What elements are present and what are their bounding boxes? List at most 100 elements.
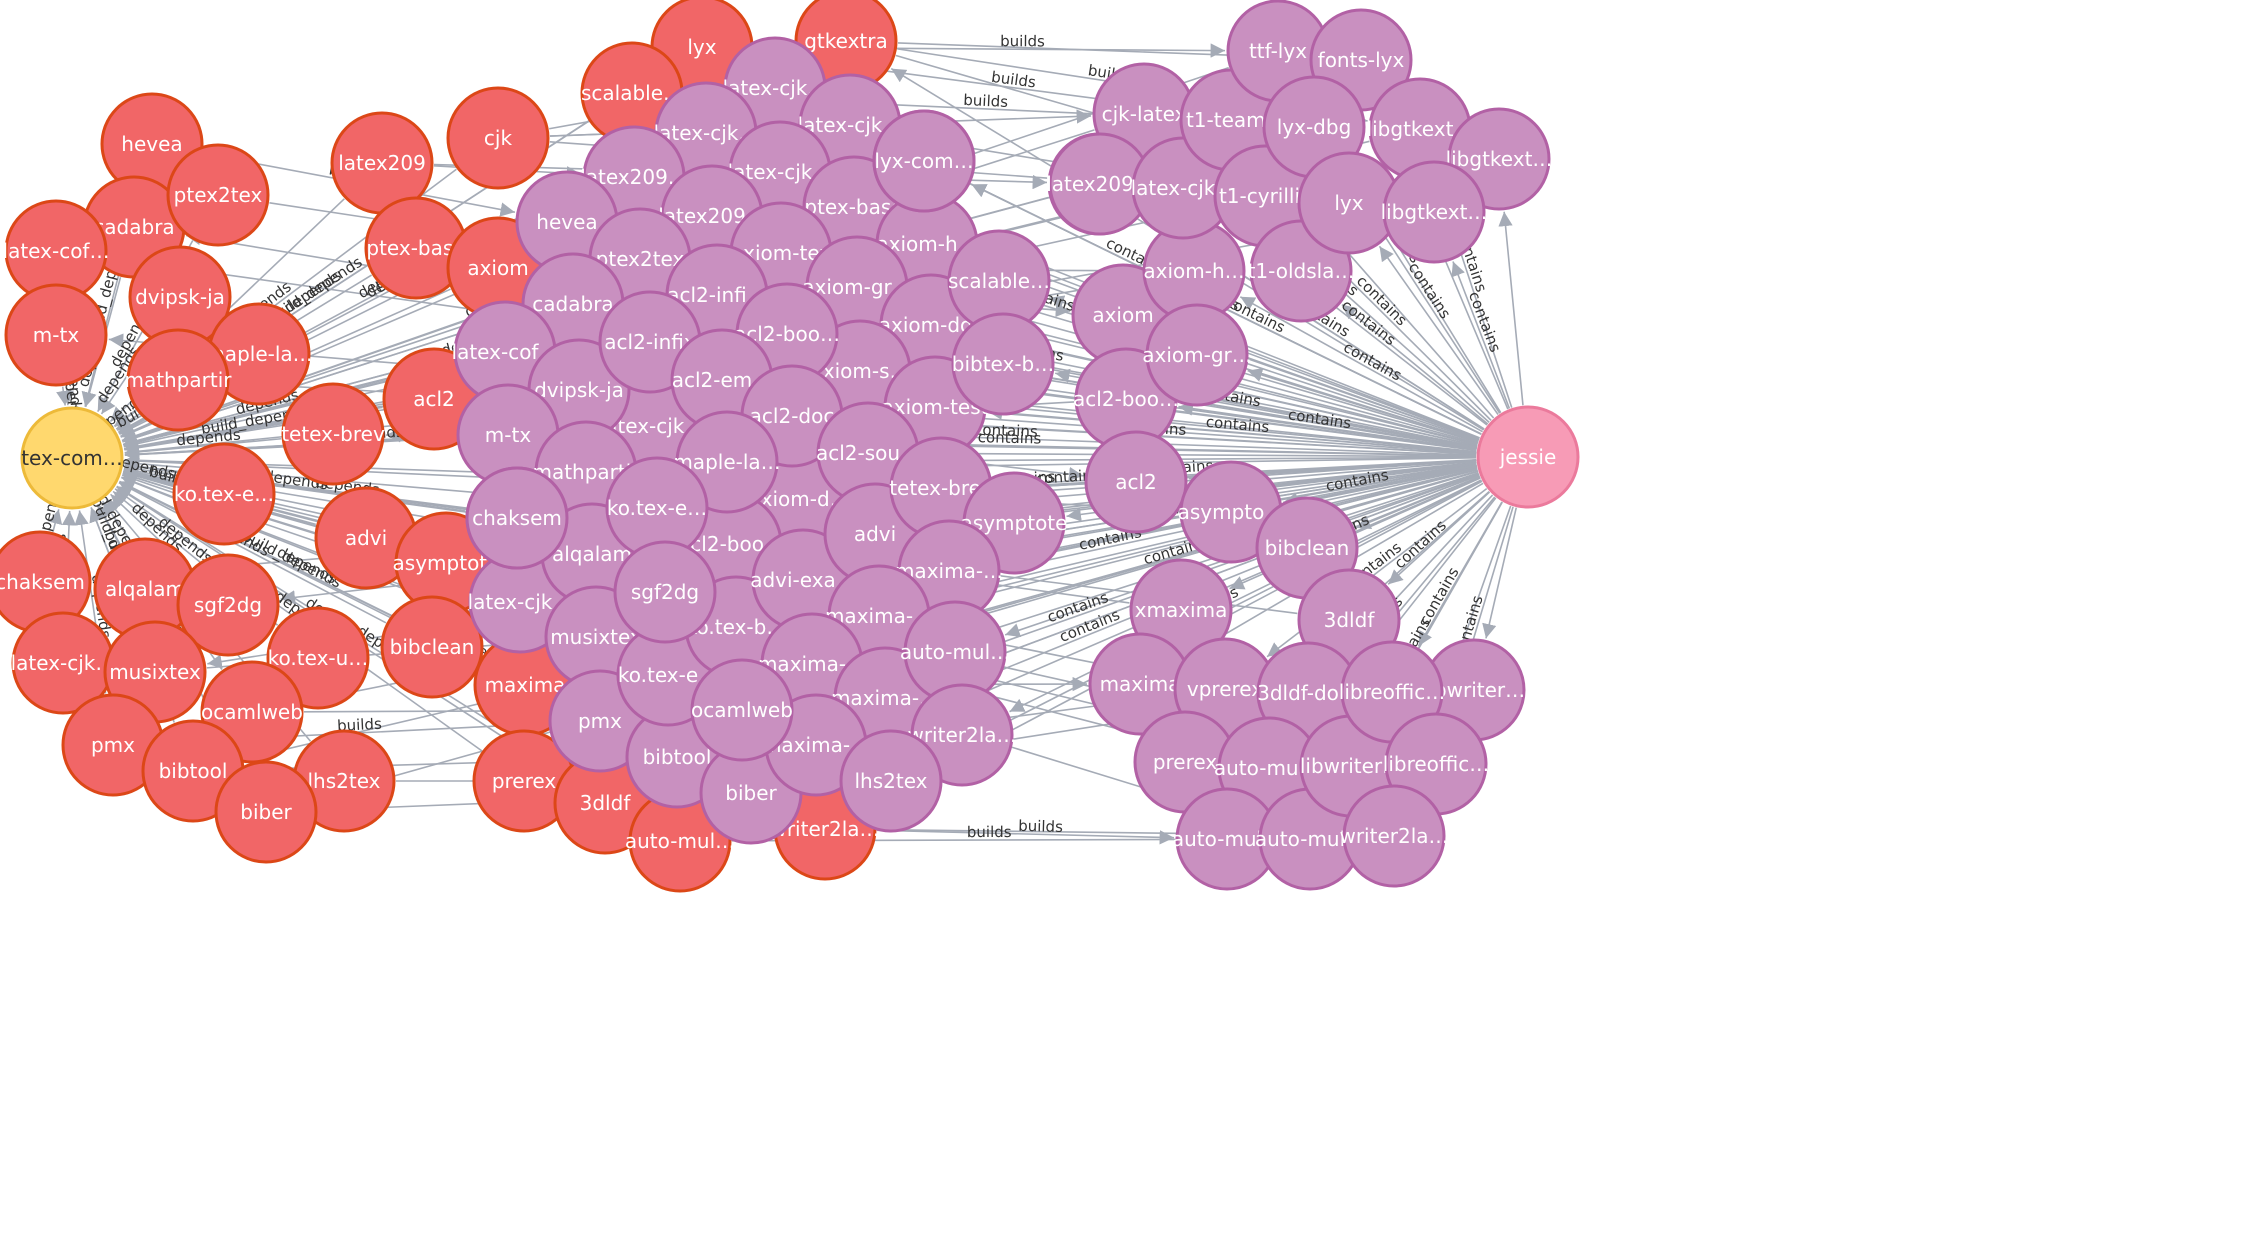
relationship-edge[interactable] xyxy=(1387,491,1491,585)
graph-node[interactable]: jessie xyxy=(1476,405,1580,509)
node-circle[interactable] xyxy=(281,382,385,486)
edge-label: contains xyxy=(974,420,1038,440)
relationship-edge[interactable] xyxy=(56,386,71,406)
node-label: axiom-gr… xyxy=(1142,343,1252,367)
graph-node[interactable]: scalable… xyxy=(947,229,1051,333)
graph-node[interactable]: prerex xyxy=(472,729,576,833)
relationship-edge[interactable] xyxy=(1451,261,1511,409)
relationship-edge[interactable] xyxy=(118,481,387,624)
node-label: ocamlweb xyxy=(691,698,793,722)
node-circle[interactable] xyxy=(446,86,550,190)
node-circle[interactable] xyxy=(690,658,794,762)
graph-node[interactable]: chaksem xyxy=(465,466,569,570)
graph-node[interactable]: lyx-dbg xyxy=(1262,75,1366,179)
node-circle[interactable] xyxy=(613,540,717,644)
graph-node[interactable]: biber xyxy=(214,760,318,864)
relationship-edge[interactable] xyxy=(1355,476,1481,529)
graph-node[interactable]: ko.tex-e… xyxy=(605,456,709,560)
graph-node[interactable]: bibclean xyxy=(380,595,484,699)
node-circle[interactable] xyxy=(214,760,318,864)
relationship-edge[interactable] xyxy=(1009,479,1482,713)
node-circle[interactable] xyxy=(176,553,280,657)
node-label: libreoffic… xyxy=(1383,752,1489,776)
node-circle[interactable] xyxy=(1382,160,1486,264)
relationship-edge[interactable] xyxy=(1341,303,1489,425)
node-circle[interactable] xyxy=(1476,405,1580,509)
node-circle[interactable] xyxy=(1342,784,1446,888)
graph-node[interactable]: chaksem xyxy=(0,530,92,634)
node-label: axiom xyxy=(1092,303,1153,327)
node-circle[interactable] xyxy=(20,406,124,510)
graph-node[interactable]: bibtex-b… xyxy=(951,312,1055,416)
node-label: t1-cyrillic xyxy=(1219,184,1311,208)
relationship-edge[interactable] xyxy=(48,509,63,532)
node-circle[interactable] xyxy=(839,729,943,833)
node-circle[interactable] xyxy=(380,595,484,699)
graph-node[interactable]: ocamlweb xyxy=(690,658,794,762)
graph-node[interactable]: latex-cjk… xyxy=(11,611,116,715)
graph-node[interactable]: mathpartir xyxy=(124,328,232,432)
graph-node[interactable]: ptex2tex xyxy=(166,143,270,247)
node-label: acl2 xyxy=(413,387,455,411)
relationship-edge[interactable] xyxy=(1417,501,1503,647)
node-circle[interactable] xyxy=(872,109,976,213)
node-label: 3dldf xyxy=(580,791,632,815)
node-label: bibtool xyxy=(159,759,228,783)
node-circle[interactable] xyxy=(4,283,108,387)
node-label: alqalam xyxy=(105,577,185,601)
relationship-edge[interactable] xyxy=(1247,367,1479,443)
node-label: latex-cjk… xyxy=(11,651,116,675)
relationship-edge[interactable] xyxy=(876,829,1175,845)
graph-node[interactable]: dvipsk-ja xyxy=(128,245,232,349)
node-circle[interactable] xyxy=(166,143,270,247)
graph-node[interactable]: m-tx xyxy=(4,283,108,387)
node-circle[interactable] xyxy=(1145,303,1249,407)
relationship-edge[interactable] xyxy=(1498,211,1524,406)
graph-node[interactable]: libgtkext… xyxy=(1367,77,1474,181)
relationship-edge[interactable] xyxy=(1378,245,1499,415)
node-circle[interactable] xyxy=(951,312,1055,416)
node-label: lhs2tex xyxy=(854,769,927,793)
graph-node[interactable]: acl2 xyxy=(1084,430,1188,534)
graph-node[interactable]: latex209 xyxy=(330,111,434,215)
graph-node[interactable]: ptex-base xyxy=(364,196,468,300)
node-label: biber xyxy=(240,800,292,824)
node-label: auto-mul… xyxy=(900,640,1010,664)
node-label: cadabra xyxy=(532,292,613,316)
graph-node[interactable]: sgf2dg xyxy=(613,540,717,644)
relationship-edge[interactable] xyxy=(1239,296,1483,433)
graph-node[interactable]: lhs2tex xyxy=(292,729,396,833)
graph-node[interactable]: auto-mul… xyxy=(900,600,1010,704)
node-circle[interactable] xyxy=(1084,430,1188,534)
graph-node[interactable]: libgtkext… xyxy=(1381,160,1488,264)
node-circle[interactable] xyxy=(126,328,230,432)
node-label: maxima xyxy=(485,673,566,697)
graph-node[interactable]: cjk xyxy=(446,86,550,190)
graph-node[interactable]: ttf-lyx xyxy=(1226,0,1330,103)
graph-node[interactable]: axiom-gr… xyxy=(1142,303,1252,407)
graph-node[interactable]: writer2la… xyxy=(1339,784,1449,888)
graph-node[interactable]: lhs2tex xyxy=(839,729,943,833)
node-circle[interactable] xyxy=(172,442,276,546)
graph-node[interactable]: maple-la… xyxy=(205,302,313,406)
graph-node[interactable]: lyx-com… xyxy=(872,109,976,213)
node-label: lyx-com… xyxy=(874,149,973,173)
node-label: ko.tex-e… xyxy=(607,496,707,520)
graph-node[interactable]: pmx xyxy=(61,693,165,797)
node-label: m-tx xyxy=(33,323,80,347)
graph-node[interactable]: asympto… xyxy=(1178,460,1285,564)
relationship-edge[interactable] xyxy=(1482,507,1518,639)
graph-node[interactable]: ko.tex-e… xyxy=(172,442,276,546)
node-label: hevea xyxy=(121,132,182,156)
graph-node[interactable]: sgf2dg xyxy=(176,553,280,657)
graph-node[interactable]: tex-com… xyxy=(20,406,124,510)
graph-node[interactable]: tetex-brev xyxy=(281,382,385,486)
graph-node[interactable]: axiom-h… xyxy=(1142,219,1246,323)
relationship-edge[interactable] xyxy=(920,446,1477,461)
node-label: gtkextra xyxy=(804,29,888,53)
node-circle[interactable] xyxy=(465,466,569,570)
node-label: maxima xyxy=(1100,672,1181,696)
graph-node[interactable]: m-tx xyxy=(456,383,560,487)
relationship-edge[interactable] xyxy=(1282,465,1478,507)
